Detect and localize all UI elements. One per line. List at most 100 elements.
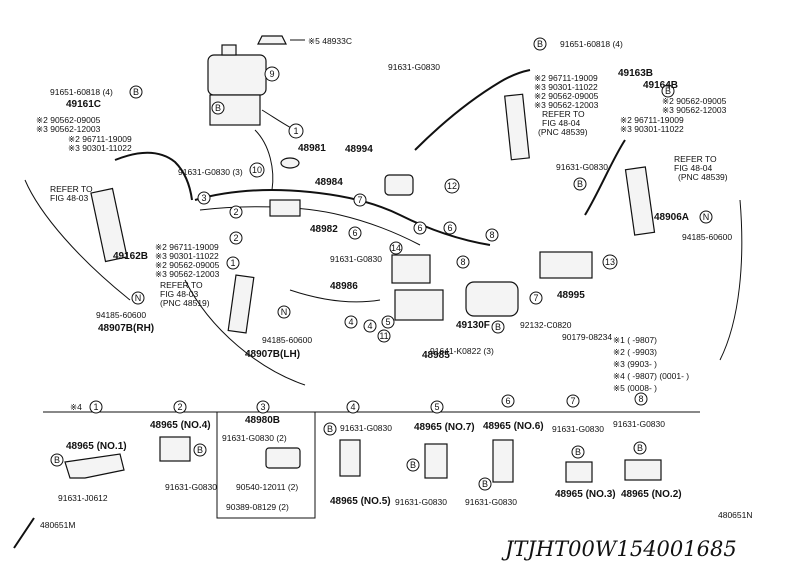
svg-text:11: 11 bbox=[379, 331, 388, 341]
svg-text:48980B: 48980B bbox=[245, 415, 280, 426]
svg-text:※2 90562-09005: ※2 90562-09005 bbox=[36, 115, 101, 125]
svg-text:48965 (NO.3): 48965 (NO.3) bbox=[555, 489, 616, 500]
svg-text:48906A: 48906A bbox=[654, 212, 689, 223]
svg-text:※4 ( -9807) (0001-: ※4 ( -9807) (0001- ) bbox=[613, 371, 689, 381]
svg-text:B: B bbox=[537, 39, 543, 49]
svg-text:B: B bbox=[495, 322, 501, 332]
svg-text:6: 6 bbox=[447, 223, 452, 233]
svg-text:94185-60600: 94185-60600 bbox=[262, 335, 312, 345]
svg-text:※2 96711-19009: ※2 96711-19009 bbox=[68, 134, 132, 144]
center-brake-lines: 10 91631-G0830 (3) 48984 48994 48982 12 … bbox=[178, 129, 612, 361]
svg-text:91631-G0830: 91631-G0830 bbox=[330, 254, 382, 264]
svg-text:7: 7 bbox=[533, 293, 538, 303]
svg-text:B: B bbox=[197, 445, 203, 455]
svg-text:91631-G0830: 91631-G0830 bbox=[465, 497, 517, 507]
right-front-strut-icon bbox=[504, 93, 530, 161]
right-front-hose-group: 91631-G0830 B 91651-60818 (4) 49163B ※2 … bbox=[388, 37, 743, 361]
svg-text:91631-G0830: 91631-G0830 bbox=[613, 419, 665, 429]
svg-text:94185-60600: 94185-60600 bbox=[96, 310, 146, 320]
rear-valve-icon bbox=[539, 251, 593, 279]
svg-text:91631-G0830: 91631-G0830 bbox=[395, 497, 447, 507]
svg-text:8: 8 bbox=[489, 230, 494, 240]
svg-text:REFER TO: REFER TO bbox=[50, 184, 93, 194]
svg-text:91631-G0830: 91631-G0830 bbox=[388, 62, 440, 72]
brake-fluid-reservoir: 9 1 48981 B bbox=[207, 44, 326, 169]
svg-text:※2 96711-19009: ※2 96711-19009 bbox=[534, 73, 598, 83]
svg-text:※3 90562-12003: ※3 90562-12003 bbox=[36, 124, 101, 134]
svg-text:48965 (NO.2): 48965 (NO.2) bbox=[621, 489, 682, 500]
svg-text:B: B bbox=[665, 86, 671, 96]
svg-text:5: 5 bbox=[434, 402, 439, 412]
svg-text:N: N bbox=[135, 293, 142, 303]
svg-text:91631-G0830: 91631-G0830 bbox=[552, 424, 604, 434]
hose-49161c: 49161C bbox=[66, 99, 101, 110]
svg-text:※3 90562-12003: ※3 90562-12003 bbox=[155, 269, 220, 279]
svg-text:10: 10 bbox=[252, 165, 262, 175]
svg-text:4: 4 bbox=[350, 402, 355, 412]
bracket-no1-icon bbox=[64, 453, 125, 479]
svg-text:48985: 48985 bbox=[422, 350, 450, 361]
clamp-no2-icon bbox=[624, 459, 662, 481]
svg-text:FIG 48-03: FIG 48-03 bbox=[160, 289, 199, 299]
booster-pump-icon bbox=[465, 281, 519, 317]
cap-part-code: ※5 48933C bbox=[308, 36, 352, 46]
svg-text:4: 4 bbox=[348, 317, 353, 327]
svg-text:※3 90562-12003: ※3 90562-12003 bbox=[534, 100, 599, 110]
svg-text:94185-60600: 94185-60600 bbox=[682, 232, 732, 242]
section-7: 7 91631-G0830 B 48965 (NO.3) bbox=[552, 394, 616, 500]
callout-9 bbox=[264, 66, 280, 82]
part-48994: 48994 bbox=[345, 144, 373, 155]
svg-text:91641-K0822 (3): 91641-K0822 (3) bbox=[430, 346, 494, 356]
left-front-hose-group: 91651-60818 (4) B 49161C ※2 90562-09005 … bbox=[24, 85, 312, 386]
svg-text:※2 ( -9903): ※2 ( -9903) bbox=[613, 347, 657, 357]
svg-text:FIG 48-04: FIG 48-04 bbox=[674, 163, 713, 173]
svg-text:N: N bbox=[281, 307, 288, 317]
svg-text:(PNC 48519): (PNC 48519) bbox=[160, 298, 210, 308]
svg-text:※3 90301-11022: ※3 90301-11022 bbox=[620, 124, 684, 134]
svg-text:REFER TO: REFER TO bbox=[542, 109, 585, 119]
svg-text:12: 12 bbox=[447, 181, 457, 191]
handwritten-vin: JTJHT00W154001685 bbox=[501, 537, 737, 561]
left-strut-icon bbox=[90, 187, 128, 263]
svg-text:B: B bbox=[410, 460, 416, 470]
svg-text:REFER TO: REFER TO bbox=[674, 154, 717, 164]
svg-text:※3 90301-11022: ※3 90301-11022 bbox=[68, 143, 132, 153]
svg-text:49130F: 49130F bbox=[456, 320, 490, 331]
diagram-code-left: 480651M bbox=[40, 520, 75, 530]
svg-text:※2 90562-09005: ※2 90562-09005 bbox=[662, 96, 727, 106]
svg-text:48965 (NO.4): 48965 (NO.4) bbox=[150, 420, 211, 431]
svg-text:5: 5 bbox=[385, 317, 390, 327]
callout-1-top bbox=[288, 123, 304, 139]
clamp-no7-icon bbox=[424, 443, 448, 479]
svg-text:91631-J0612: 91631-J0612 bbox=[58, 493, 108, 503]
svg-text:13: 13 bbox=[605, 257, 615, 267]
svg-text:B: B bbox=[54, 455, 60, 465]
reservoir-tank-icon bbox=[207, 54, 267, 96]
svg-text:※4: ※4 bbox=[70, 402, 82, 412]
svg-text:48984: 48984 bbox=[315, 177, 343, 188]
svg-text:8: 8 bbox=[460, 257, 465, 267]
hose-49163b: 49163B bbox=[618, 68, 653, 79]
svg-text:B: B bbox=[575, 447, 581, 457]
svg-text:91651-60818 (4): 91651-60818 (4) bbox=[560, 39, 623, 49]
svg-text:3: 3 bbox=[201, 193, 206, 203]
b-bolt-icon bbox=[211, 101, 225, 115]
svg-text:B: B bbox=[133, 87, 139, 97]
svg-text:※3 90301-11022: ※3 90301-11022 bbox=[534, 82, 598, 92]
svg-text:B: B bbox=[215, 103, 221, 113]
section-3: 3 48980B 91631-G0830 (2) 90540-12011 (2)… bbox=[222, 400, 301, 512]
legend: ※1 ( -9807) ※2 ( -9903) ※3 (9903- ) ※4 (… bbox=[613, 335, 689, 393]
left-rear-strut-icon bbox=[227, 274, 255, 334]
hose-49164b: 49164B bbox=[643, 80, 678, 91]
svg-text:91631-G0830: 91631-G0830 bbox=[340, 423, 392, 433]
svg-text:2: 2 bbox=[233, 207, 238, 217]
svg-text:8: 8 bbox=[638, 394, 643, 404]
section-6: 6 48965 (NO.6) B 91631-G0830 bbox=[465, 394, 544, 507]
svg-text:7: 7 bbox=[570, 396, 575, 406]
svg-text:6: 6 bbox=[417, 223, 422, 233]
svg-text:4: 4 bbox=[367, 321, 372, 331]
section-8: 8 91631-G0830 B 48965 (NO.2) bbox=[613, 392, 682, 500]
svg-text:90540-12011 (2): 90540-12011 (2) bbox=[236, 482, 298, 492]
master-cylinder-code: 48981 bbox=[298, 143, 326, 154]
svg-text:N: N bbox=[703, 212, 710, 222]
